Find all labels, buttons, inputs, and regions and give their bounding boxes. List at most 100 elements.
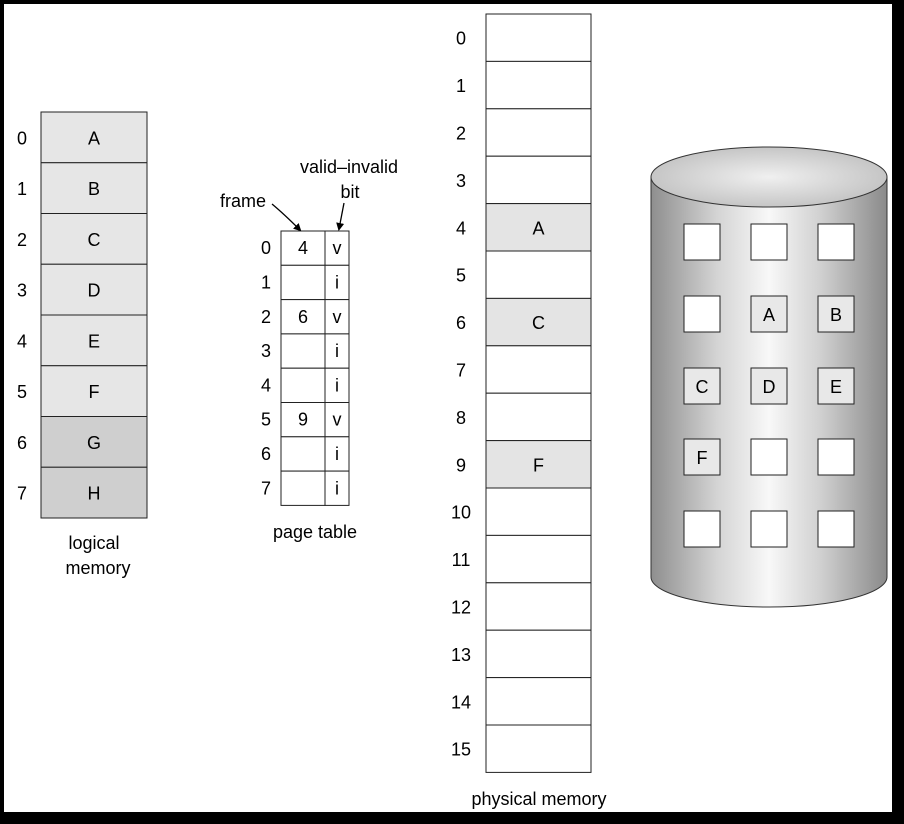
physical-frame-index: 10 xyxy=(451,503,471,523)
page-table-index: 0 xyxy=(261,238,271,258)
page-table-frame-number: 6 xyxy=(298,307,308,327)
page-table-valid-bit: v xyxy=(333,307,342,327)
physical-frame-cell xyxy=(485,203,592,252)
page-table-caption: page table xyxy=(273,522,357,542)
physical-frame-cell xyxy=(485,724,592,773)
logical-page-index: 2 xyxy=(17,230,27,250)
disk-slot xyxy=(750,223,788,261)
logical-page-index: 3 xyxy=(17,281,27,301)
logical-page-label: G xyxy=(87,433,101,453)
physical-frame-cell xyxy=(485,534,592,584)
logical-page-index: 0 xyxy=(17,128,27,148)
physical-frame-index: 3 xyxy=(456,171,466,191)
valid-invalid-bit-label: bit xyxy=(340,182,359,202)
page-table-index: 2 xyxy=(261,307,271,327)
physical-frame-index: 13 xyxy=(451,645,471,665)
logical-memory-caption-line1: logical xyxy=(68,533,119,553)
disk-slot-label: E xyxy=(830,377,842,397)
frame-label: frame xyxy=(220,191,266,211)
page-table-index: 4 xyxy=(261,375,271,395)
logical-page-cell xyxy=(40,466,148,519)
logical-page-label: B xyxy=(88,179,100,199)
page-table-frame-cell xyxy=(280,299,326,335)
page-table-index: 6 xyxy=(261,444,271,464)
physical-frame-cell xyxy=(485,392,592,442)
logical-page-cell xyxy=(40,162,148,214)
logical-page-cell xyxy=(40,314,148,367)
disk-slot xyxy=(683,510,721,548)
physical-frame-index: 15 xyxy=(451,740,471,760)
physical-frame-cell xyxy=(485,60,592,110)
valid-invalid-label: valid–invalid xyxy=(300,157,398,177)
disk-slot xyxy=(750,367,788,405)
logical-page-index: 7 xyxy=(17,484,27,504)
page-table-frame-cell xyxy=(280,436,326,472)
physical-memory-caption: physical memory xyxy=(471,789,606,809)
physical-frame-cell xyxy=(485,582,592,631)
disk-slot xyxy=(817,295,855,333)
physical-frame-index: 1 xyxy=(456,76,466,96)
disk-slot-label: F xyxy=(697,448,708,468)
valid-bit-arrow xyxy=(336,202,345,231)
logical-page-label: C xyxy=(88,230,101,250)
page-table-frame-cell xyxy=(280,470,326,506)
physical-frame-cell xyxy=(485,345,592,394)
logical-page-index: 1 xyxy=(17,179,27,199)
physical-frame-index: 9 xyxy=(456,455,466,475)
physical-frame-label: A xyxy=(532,218,544,238)
page-table-frame-number: 9 xyxy=(298,410,308,430)
page-table-index: 3 xyxy=(261,341,271,361)
disk-slot xyxy=(683,367,721,405)
disk-slot xyxy=(683,438,721,476)
disk-slot xyxy=(683,295,721,333)
logical-page-index: 5 xyxy=(17,382,27,402)
physical-frame-index: 14 xyxy=(451,692,471,712)
disk-slot xyxy=(750,295,788,333)
page-table-valid-bit: i xyxy=(335,444,339,464)
disk-slot xyxy=(817,438,855,476)
logical-page-cell xyxy=(40,213,148,265)
physical-frame-index: 11 xyxy=(452,550,471,570)
page-table-bit-cell xyxy=(324,333,350,369)
page-table-index: 1 xyxy=(261,272,271,292)
logical-page-index: 4 xyxy=(17,331,27,351)
physical-frame-index: 5 xyxy=(456,266,466,286)
physical-frame-label: C xyxy=(532,313,545,333)
logical-page-label: H xyxy=(88,484,101,504)
physical-frame-cell xyxy=(485,297,592,347)
page-table-valid-bit: v xyxy=(333,238,342,258)
physical-frame-index: 8 xyxy=(456,408,466,428)
page-table-valid-bit: i xyxy=(335,478,339,498)
physical-frame-cell xyxy=(485,13,592,62)
page-table-bit-cell xyxy=(324,470,350,506)
page-table-frame-cell xyxy=(280,367,326,404)
physical-frame-index: 0 xyxy=(456,29,466,49)
disk-slot xyxy=(750,438,788,476)
physical-frame-index: 6 xyxy=(456,313,466,333)
page-table-bit-cell xyxy=(324,367,350,404)
disk-slot xyxy=(817,367,855,405)
disk-slot xyxy=(683,223,721,261)
page-table-valid-bit: i xyxy=(335,272,339,292)
page-table-frame-cell xyxy=(280,333,326,369)
physical-frame-cell xyxy=(485,487,592,536)
physical-frame-index: 4 xyxy=(456,218,466,238)
page-table-index: 5 xyxy=(261,410,271,430)
disk-slot xyxy=(817,510,855,548)
physical-frame-cell xyxy=(485,250,592,299)
page-table-bit-cell xyxy=(324,436,350,472)
page-table-valid-bit: i xyxy=(335,341,339,361)
page-table-bit-cell xyxy=(324,230,350,266)
disk-slot-label: B xyxy=(830,305,842,325)
page-table-frame-number: 4 xyxy=(298,238,308,258)
disk-slot-label: A xyxy=(763,305,775,325)
physical-frame-cell xyxy=(485,677,592,726)
disk-slot xyxy=(817,223,855,261)
frame-arrow xyxy=(271,203,302,232)
disk-slot-label: D xyxy=(763,377,776,397)
logical-page-cell xyxy=(40,416,148,468)
